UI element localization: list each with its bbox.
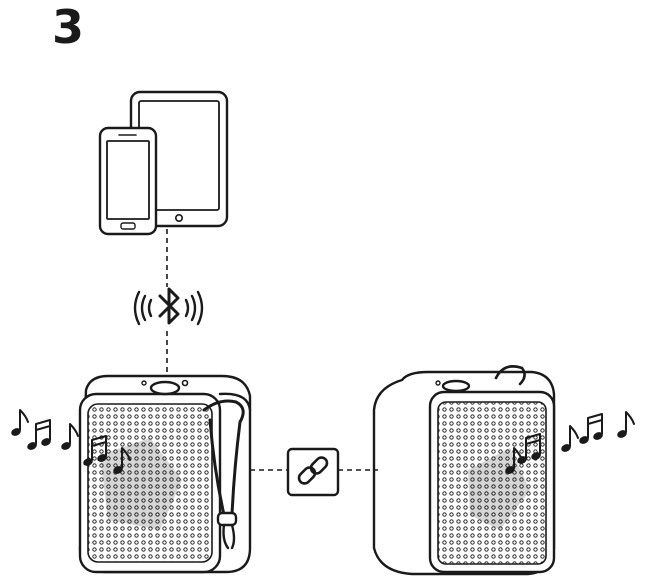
link-icon <box>286 447 340 497</box>
left-speaker <box>78 374 252 574</box>
bluetooth-icon <box>133 287 204 326</box>
step-number: 3 <box>52 0 85 54</box>
right-speaker <box>372 365 556 576</box>
smartphone-icon <box>98 126 158 236</box>
